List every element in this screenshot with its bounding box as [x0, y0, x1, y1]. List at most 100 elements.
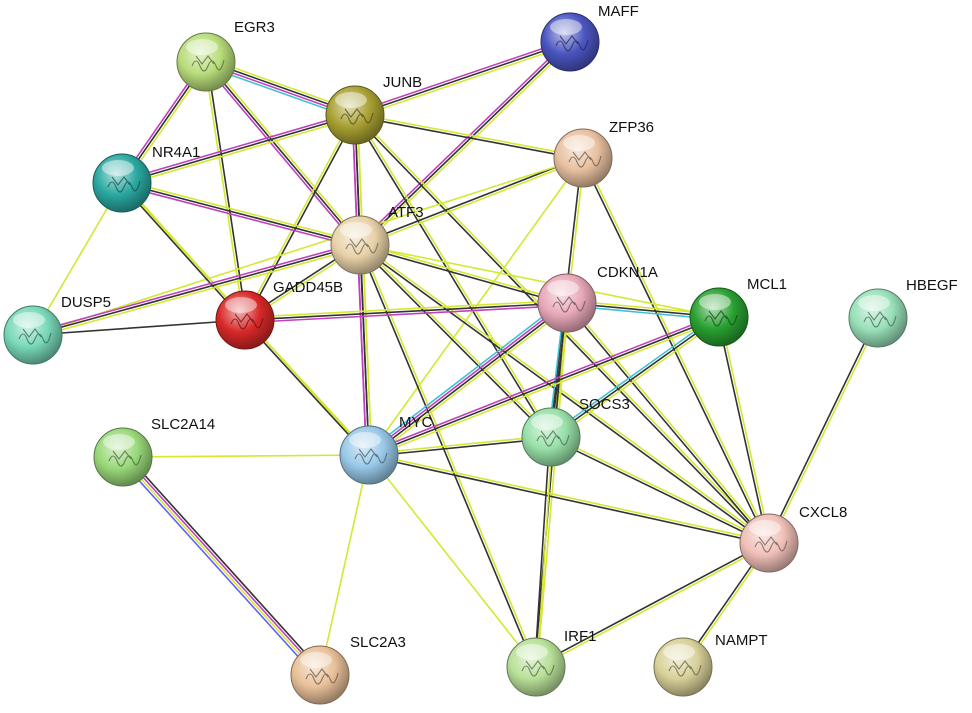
edge-mcl1-cxcl8 — [716, 315, 772, 545]
node-bubble[interactable] — [521, 407, 581, 467]
protein-structure-icon — [18, 328, 52, 345]
edge-atf3-myc — [356, 244, 373, 456]
edge-evidence-line — [769, 317, 880, 545]
edge-evidence-line — [121, 182, 361, 246]
node-cdkn1a[interactable]: CDKN1A — [537, 264, 658, 333]
edge-evidence-line — [358, 245, 551, 439]
node-slc2a3[interactable]: SLC2A3 — [290, 634, 406, 705]
edge-evidence-line — [203, 61, 245, 321]
edge-evidence-line — [358, 245, 770, 545]
node-bubble[interactable] — [848, 288, 908, 348]
edge-evidence-line — [550, 316, 720, 438]
edge-evidence-line — [355, 113, 553, 438]
node-hbegf[interactable]: HBEGF — [848, 277, 958, 348]
protein-structure-icon — [555, 35, 589, 52]
protein-structure-icon — [340, 108, 374, 125]
node-bubble[interactable] — [176, 32, 236, 92]
edge-socs3-irf1 — [533, 436, 554, 668]
edge-evidence-line — [533, 302, 567, 668]
edge-myc-slc2a3 — [319, 454, 370, 676]
node-label: MYC — [399, 414, 433, 431]
node-mcl1[interactable]: MCL1 — [689, 276, 787, 347]
node-label: ZFP36 — [609, 119, 654, 136]
edge-junb-socs3 — [353, 113, 553, 439]
node-gloss — [563, 135, 595, 151]
protein-structure-icon — [107, 176, 141, 193]
edge-evidence-line — [550, 435, 771, 543]
node-label: SLC2A3 — [350, 634, 406, 651]
edge-evidence-line — [551, 318, 722, 440]
node-bubble[interactable] — [339, 425, 399, 485]
edge-junb-nr4a1 — [120, 111, 357, 187]
edge-evidence-line — [121, 116, 357, 187]
node-label: EGR3 — [234, 19, 275, 36]
edge-evidence-line — [359, 158, 585, 248]
node-bubble[interactable] — [290, 645, 350, 705]
node-atf3[interactable]: ATF3 — [330, 204, 424, 275]
protein-structure-icon — [354, 448, 388, 465]
edge-evidence-line — [359, 243, 771, 543]
edge-evidence-line — [31, 241, 361, 334]
node-gloss — [225, 297, 257, 313]
edge-evidence-line — [121, 114, 356, 184]
node-nr4a1[interactable]: NR4A1 — [92, 144, 200, 213]
node-gloss — [749, 520, 781, 536]
edge-evidence-line — [368, 452, 771, 543]
node-irf1[interactable]: IRF1 — [506, 628, 597, 697]
edge-evidence-line — [206, 61, 248, 321]
node-bubble[interactable] — [93, 427, 153, 487]
node-bubble[interactable] — [653, 637, 713, 697]
node-zfp36[interactable]: ZFP36 — [553, 119, 654, 188]
edge-evidence-line — [567, 301, 771, 543]
node-nampt[interactable]: NAMPT — [653, 632, 768, 697]
node-bubble[interactable] — [92, 153, 152, 213]
node-cxcl8[interactable]: CXCL8 — [739, 504, 847, 573]
node-gadd45b[interactable]: GADD45B — [215, 279, 343, 350]
edge-evidence-line — [767, 316, 878, 544]
node-maff[interactable]: MAFF — [540, 3, 639, 72]
edge-evidence-line — [244, 304, 568, 324]
node-bubble[interactable] — [537, 273, 597, 333]
node-gloss — [186, 39, 218, 55]
node-bubble[interactable] — [689, 287, 749, 347]
node-dusp5[interactable]: DUSP5 — [3, 294, 111, 365]
node-label: MCL1 — [747, 276, 787, 293]
node-bubble[interactable] — [3, 305, 63, 365]
node-slc2a14[interactable]: SLC2A14 — [93, 416, 215, 487]
protein-structure-icon — [191, 55, 225, 72]
node-bubble[interactable] — [553, 128, 613, 188]
edge-evidence-line — [245, 318, 371, 455]
edge-evidence-line — [355, 43, 572, 119]
edge-evidence-line — [120, 184, 361, 249]
edge-evidence-line — [367, 313, 719, 454]
node-bubble[interactable] — [506, 637, 566, 697]
node-bubble[interactable] — [330, 215, 390, 275]
protein-structure-icon — [754, 536, 788, 553]
node-socs3[interactable]: SOCS3 — [521, 396, 630, 467]
edge-evidence-line — [365, 299, 566, 453]
edge-evidence-line — [353, 115, 584, 161]
edge-evidence-line — [32, 244, 361, 336]
node-myc[interactable]: MYC — [339, 414, 433, 485]
edge-evidence-line — [548, 314, 719, 436]
edge-evidence-line — [354, 41, 571, 116]
edge-evidence-line — [205, 61, 361, 246]
edge-atf3-cdkn1a — [358, 242, 569, 306]
node-bubble[interactable] — [540, 12, 600, 72]
node-bubble[interactable] — [215, 290, 275, 350]
edge-evidence-line — [368, 316, 720, 456]
edge-evidence-line — [358, 245, 568, 306]
edge-evidence-line — [361, 43, 573, 248]
edge-mcl1-socs3 — [548, 314, 722, 440]
node-gloss — [858, 295, 890, 311]
edge-junb-gadd45b — [243, 113, 357, 322]
protein-structure-icon — [668, 660, 702, 677]
node-egr3[interactable]: EGR3 — [176, 19, 275, 92]
edge-evidence-line — [370, 305, 571, 459]
node-junb[interactable]: JUNB — [325, 74, 422, 145]
node-label: CXCL8 — [799, 504, 847, 521]
edge-gadd45b-myc — [243, 318, 371, 457]
node-bubble[interactable] — [325, 85, 385, 145]
node-bubble[interactable] — [739, 513, 799, 573]
node-gloss — [300, 652, 332, 668]
